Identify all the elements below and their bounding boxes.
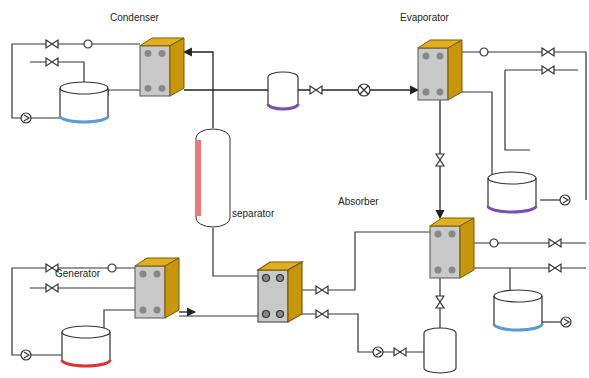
separator-vessel bbox=[195, 128, 231, 228]
equipment-node: separator bbox=[195, 128, 231, 228]
pipe-connector bbox=[179, 311, 195, 312]
equipment-label: Evaporator bbox=[400, 12, 449, 24]
equipment-label: Condenser bbox=[110, 12, 159, 24]
heat-exchanger bbox=[140, 38, 184, 96]
heat-exchanger bbox=[135, 258, 179, 318]
equipment-label: Absorber bbox=[338, 196, 379, 208]
heat-exchanger bbox=[430, 218, 474, 278]
equipment-label: Generator bbox=[55, 268, 100, 280]
heat-exchanger bbox=[418, 40, 462, 100]
pipe-connector bbox=[184, 89, 418, 90]
equipment-node: Absorber bbox=[430, 218, 474, 278]
equipment-node: Evaporator bbox=[418, 40, 462, 100]
equipment-node: Generator bbox=[135, 258, 179, 318]
equipment-node: Condenser bbox=[140, 38, 184, 96]
equipment-label: separator bbox=[232, 208, 274, 220]
